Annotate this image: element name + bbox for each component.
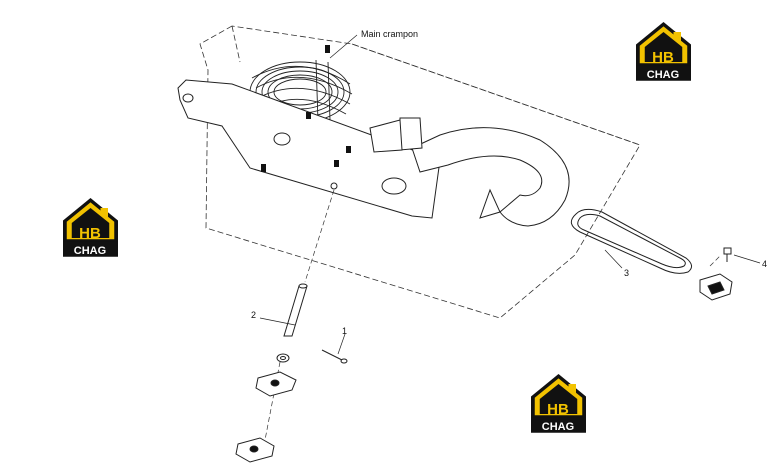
svg-text:CHAG: CHAG	[647, 69, 679, 81]
explode-axis	[264, 189, 721, 441]
clamp-block-upper	[255, 371, 297, 397]
svg-text:CHAG: CHAG	[74, 245, 106, 257]
label-part-4: 4	[762, 259, 767, 269]
bracket-bolts	[261, 45, 351, 172]
clamp-block-lower	[235, 437, 275, 463]
washer	[276, 353, 290, 363]
svg-text:HB: HB	[79, 225, 101, 242]
cotter-pin-part-1	[321, 349, 348, 364]
pin-part-2	[283, 283, 308, 337]
brand-logo-left: HB CHAG	[63, 198, 118, 257]
label-part-2: 2	[251, 310, 256, 320]
svg-text:CHAG: CHAG	[542, 421, 574, 433]
brand-logo-top-right: HB CHAG	[636, 22, 691, 81]
label-part-1: 1	[342, 326, 347, 336]
leader-lines	[259, 34, 761, 355]
mounting-bracket	[177, 79, 441, 219]
block-part-4	[699, 273, 733, 301]
bolt-part-4	[723, 247, 732, 262]
frame-outline	[199, 25, 641, 319]
brand-logo-bottom: HB CHAG	[531, 374, 586, 433]
svg-text:HB: HB	[547, 401, 569, 418]
sling-part-3	[570, 208, 692, 274]
hook	[369, 117, 570, 227]
label-main-crampon: Main crampon	[361, 29, 418, 39]
svg-text:HB: HB	[652, 49, 674, 66]
label-part-3: 3	[624, 268, 629, 278]
